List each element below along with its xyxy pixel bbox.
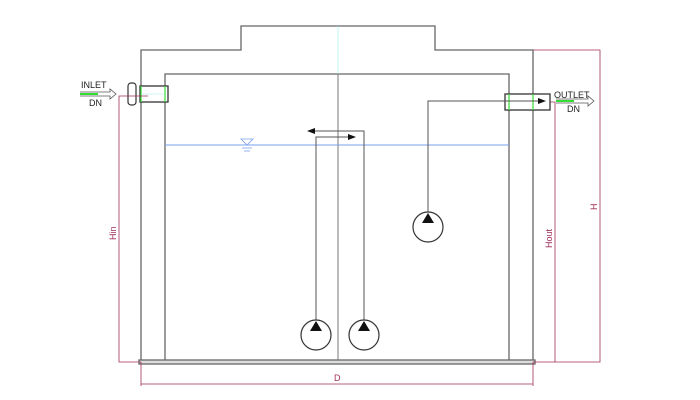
outlet-label: OUTLET [554, 90, 590, 100]
water-level [165, 138, 509, 152]
pump-1 [300, 319, 332, 351]
dimension-lines [118, 49, 601, 386]
tank-walls [138, 25, 536, 365]
inlet-dn-label: DN [89, 98, 102, 108]
pump-icon [310, 321, 322, 331]
pump-3 [412, 211, 444, 243]
water-level-icon [240, 138, 254, 146]
inlet-pipe [80, 82, 169, 106]
pump-pipes [307, 98, 546, 320]
hout-label: Hout [544, 228, 554, 248]
hin-label: Hin [108, 226, 118, 240]
pump-icon [358, 321, 370, 331]
inlet-label: INLET [81, 80, 107, 90]
d-label: D [334, 373, 341, 383]
outlet-dn-label: DN [567, 104, 580, 114]
outlet-arrow-icon [556, 95, 595, 107]
pump-2 [348, 319, 380, 351]
h-label: H [589, 204, 599, 211]
pump-icon [422, 213, 434, 223]
inlet-arrow-icon [80, 88, 117, 100]
